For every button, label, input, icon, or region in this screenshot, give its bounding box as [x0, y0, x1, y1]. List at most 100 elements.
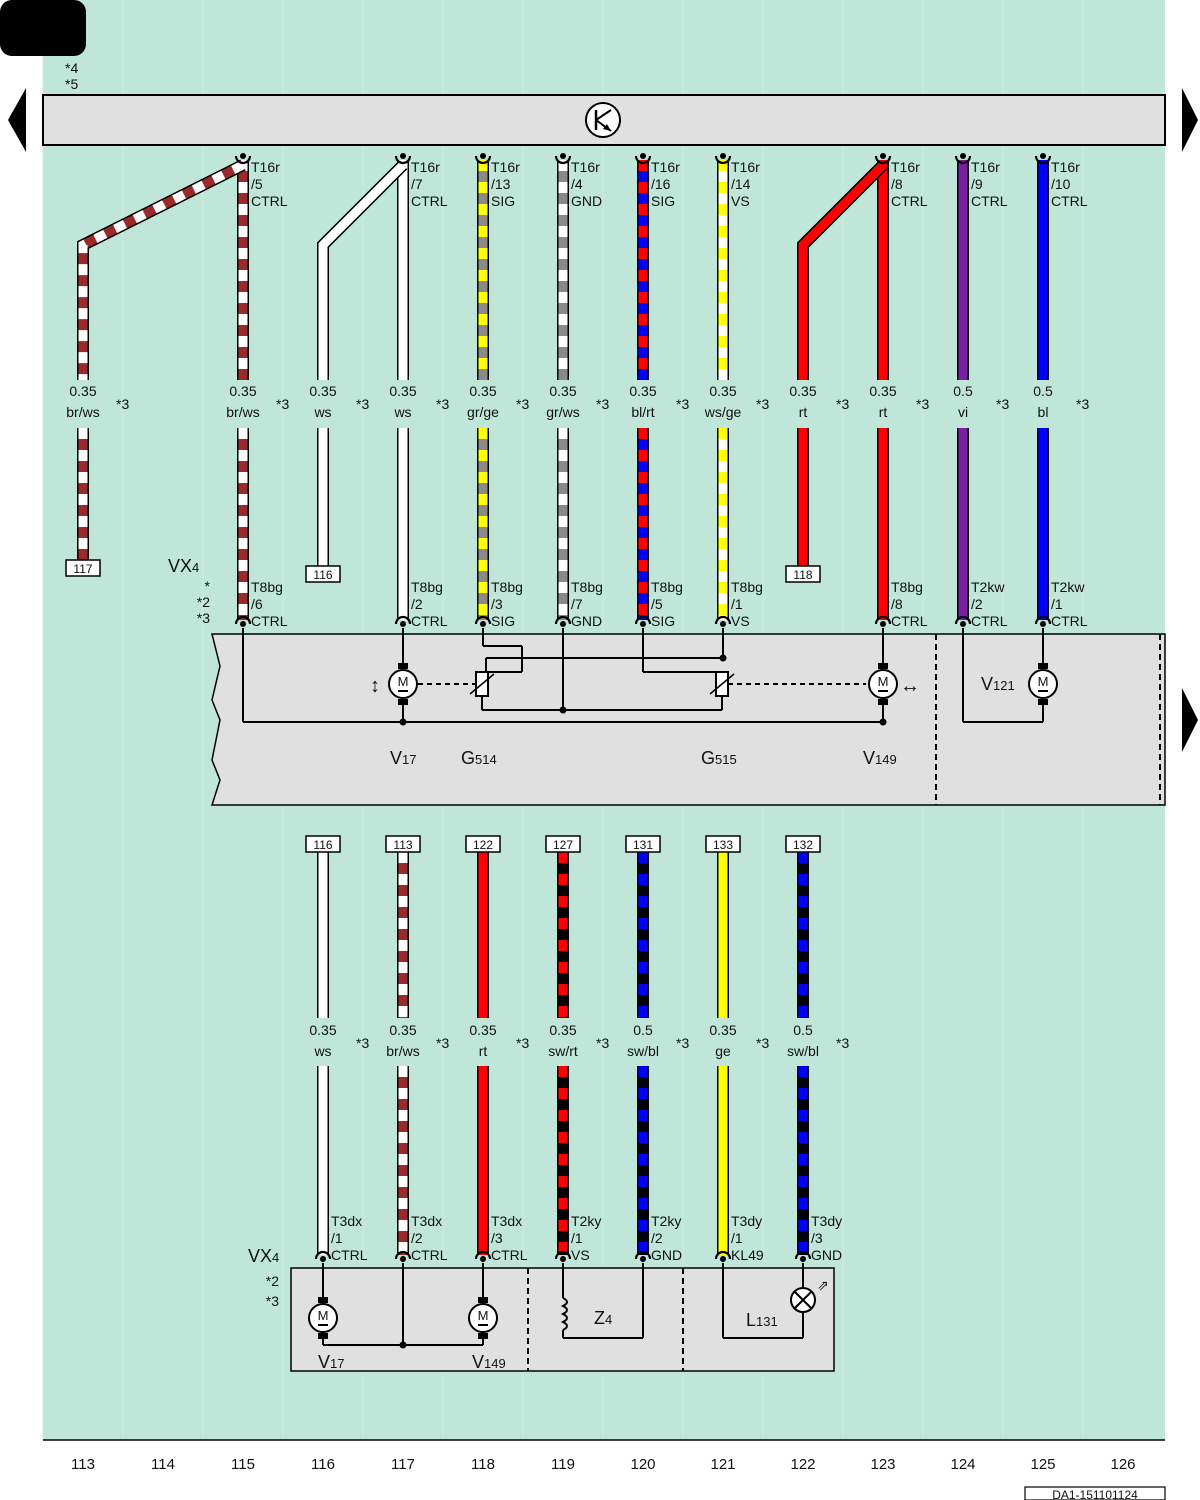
wire-color-code: rt [879, 404, 888, 420]
wire-top-signal: SIG [651, 193, 675, 209]
wire-size: 0.35 [549, 383, 576, 399]
column-number: 117 [391, 1456, 415, 1473]
triangle-left-icon[interactable] [8, 88, 26, 152]
top-pin [954, 155, 972, 165]
panel-note: *3 [266, 1293, 279, 1309]
wire-top-signal: CTRL [971, 193, 1008, 209]
top-pin [1034, 155, 1052, 165]
triangle-right-icon[interactable] [1182, 88, 1198, 152]
wire-bottom-pin: /1 [1051, 596, 1063, 612]
wire-bottom-signal: GND [651, 1247, 682, 1263]
wire-bottom-signal: CTRL [331, 1247, 368, 1263]
wire-size: 0.35 [549, 1022, 576, 1038]
wire-bottom-pin: /1 [731, 596, 743, 612]
wire-bottom-connector: T3dx [411, 1213, 442, 1229]
wire-top-pin: /7 [411, 176, 423, 192]
panel-note: * [205, 578, 211, 594]
wire-top-signal: CTRL [891, 193, 928, 209]
wire-bottom-connector: T2kw [1051, 579, 1085, 595]
wire-top-pin: /16 [651, 176, 671, 192]
wire-top-signal: CTRL [411, 193, 448, 209]
wire-top-connector: T16r [1051, 159, 1080, 175]
wire-bottom-pin: /3 [811, 1230, 823, 1246]
wire-top-pin: /13 [491, 176, 511, 192]
wire-note: *3 [116, 396, 129, 412]
top-pin [554, 155, 572, 165]
bottom-pin [474, 1250, 492, 1260]
wire-bottom-signal: CTRL [411, 1247, 448, 1263]
wire-size: 0.35 [389, 1022, 416, 1038]
top-pin-dot [880, 153, 886, 159]
top-pin-dot [480, 153, 486, 159]
wire-ref-box [625, 835, 661, 853]
wire-color-code: sw/rt [548, 1043, 578, 1059]
bottom-pin-dot [800, 1256, 806, 1262]
wire-ref: 118 [793, 568, 812, 582]
motor-lower-letter: M [318, 1308, 329, 1323]
wire-bottom-connector: T8bg [251, 579, 283, 595]
light-rays-icon: ⇗ [817, 1277, 829, 1293]
wire-ref-box [465, 835, 501, 853]
bottom-pin [234, 615, 252, 625]
triangle-right-icon[interactable] [1182, 688, 1198, 752]
junction-dot [399, 718, 407, 726]
wire-ref-box [785, 835, 821, 853]
wire-bottom-signal: CTRL [491, 1247, 528, 1263]
motor-v149-letter: M [878, 674, 889, 689]
bottom-pin-dot [720, 621, 726, 627]
wire-ref-box [65, 559, 101, 577]
wire-top-pin: /10 [1051, 176, 1071, 192]
potentiometer-wiper [469, 673, 495, 695]
bottom-pin [554, 1250, 572, 1260]
top-pin-dot [640, 153, 646, 159]
top-pin [394, 155, 412, 165]
wire-top-pin: /5 [251, 176, 263, 192]
wire-top-connector: T16r [731, 159, 760, 175]
wire-bottom-pin: /1 [571, 1230, 583, 1246]
doc-id-box [1024, 1486, 1166, 1500]
bottom-pin [394, 615, 412, 625]
wire-color-code: ws [313, 1043, 331, 1059]
wire-color-code: vi [958, 404, 968, 420]
wire-color-code: br/ws [226, 404, 259, 420]
column-number: 115 [231, 1456, 255, 1473]
wire-top-signal: CTRL [251, 193, 288, 209]
wire-note: *3 [756, 1035, 769, 1051]
component-label: V149 [472, 1352, 506, 1372]
wire-color-code: ws [313, 404, 331, 420]
wires-layer [77, 159, 1049, 1255]
wire-color-code: gr/ge [467, 404, 499, 420]
motor-v17 [388, 669, 418, 699]
wire-size: 0.35 [309, 383, 336, 399]
wire-note: *3 [756, 396, 769, 412]
top-pin [234, 155, 252, 165]
wire-bottom-connector: T2ky [571, 1213, 601, 1229]
lamp-icon-cross [794, 1291, 812, 1309]
column-number: 118 [471, 1456, 495, 1473]
bottom-pin [474, 615, 492, 625]
wire-bottom-signal: CTRL [1051, 613, 1088, 629]
wire-size: 0.35 [709, 383, 736, 399]
junction-dot [879, 718, 887, 726]
wire-bottom-signal: VS [731, 613, 750, 629]
motor-lower-cap [478, 1297, 488, 1303]
wire-top-connector: T16r [571, 159, 600, 175]
top-pin-dot [560, 153, 566, 159]
component-label: V149 [863, 748, 897, 768]
bottom-pin [314, 1250, 332, 1260]
wire-color-code: ge [715, 1043, 731, 1059]
bottom-pin-dot [560, 1256, 566, 1262]
wire-size: 0.5 [633, 1022, 653, 1038]
wire-note: *3 [916, 396, 929, 412]
wire-bottom-pin: /1 [331, 1230, 343, 1246]
wire-bottom-pin: /5 [651, 596, 663, 612]
wire-bottom-pin: /3 [491, 596, 503, 612]
bottom-pin [634, 615, 652, 625]
bottom-pin [394, 1250, 412, 1260]
wire-bottom-pin: /2 [971, 596, 983, 612]
column-number: 125 [1030, 1456, 1055, 1473]
bottom-pin-dot [720, 1256, 726, 1262]
wire-note: *3 [436, 1035, 449, 1051]
horizontal-arrow-icon: ↔ [900, 675, 920, 697]
